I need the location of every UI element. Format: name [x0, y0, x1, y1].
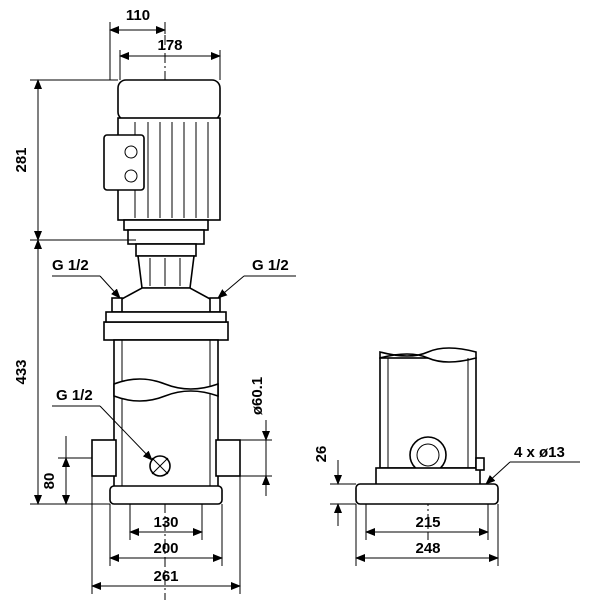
side-view: [330, 347, 580, 566]
dim-200: 200: [153, 540, 178, 557]
label-port-left: G 1/2: [52, 257, 89, 274]
pump-head: [103, 321, 229, 341]
label-holes: 4 x ø13: [514, 444, 565, 461]
front-view: [30, 22, 296, 600]
dim-281: 281: [13, 147, 30, 172]
dim-130: 130: [153, 514, 178, 531]
coupling-housing: [111, 243, 221, 313]
dim-110: 110: [126, 7, 150, 24]
drain-plug-icon: [149, 455, 171, 477]
dim-433: 433: [13, 359, 30, 384]
dim-pipe-diameter: ø60.1: [249, 377, 266, 415]
dim-26: 26: [313, 446, 330, 463]
dim-215: 215: [415, 514, 440, 531]
dim-80: 80: [41, 473, 58, 490]
motor: [103, 79, 221, 245]
dim-261: 261: [153, 568, 178, 585]
terminal-box: [103, 134, 145, 191]
side-base-plate: [355, 483, 499, 505]
dim-178: 178: [157, 37, 182, 54]
label-port-right: G 1/2: [252, 257, 289, 274]
pump-base: [91, 439, 241, 505]
dim-248: 248: [415, 540, 440, 557]
label-port-drain: G 1/2: [56, 387, 93, 404]
